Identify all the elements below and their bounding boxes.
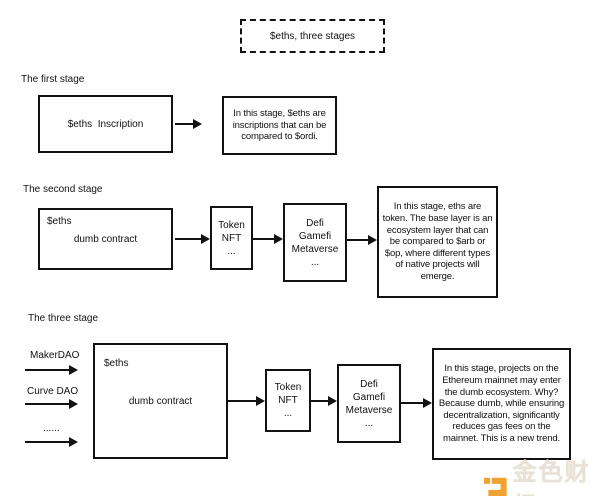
stage3-defi-box: Defi Gamefi Metaverse ... [337, 364, 401, 443]
jinse-finance-logo-icon [484, 477, 507, 496]
stage2-token-nft-box: Token NFT ... [210, 206, 253, 270]
flow-arrow-icon [25, 399, 78, 409]
stage2-contract-box: $eths dumb contract [38, 208, 173, 270]
stage3-input-curvedao: Curve DAO [27, 386, 79, 397]
stage2-defi-text: Defi Gamefi Metaverse ... [291, 217, 339, 268]
flow-arrow-icon [25, 365, 78, 375]
stage3-token-nft-text: Token NFT ... [274, 382, 302, 419]
stage3-description-box: In this stage, projects on the Ethereum … [432, 348, 571, 460]
stage3-input-ellipsis: ...... [43, 423, 60, 434]
stage2-defi-box: Defi Gamefi Metaverse ... [283, 203, 347, 282]
flow-arrow-icon [175, 234, 210, 244]
watermark: 金色财经 [484, 456, 600, 496]
title-box: $eths, three stages [240, 19, 385, 53]
stage1-description-box: In this stage, $eths are inscriptions th… [222, 96, 337, 155]
flow-arrow-icon [253, 234, 283, 244]
stage1-label: The first stage [21, 74, 85, 85]
stage2-description-box: In this stage, eths are token. The base … [377, 186, 498, 298]
flow-arrow-icon [347, 235, 377, 245]
stage2-token-nft-text: Token NFT ... [218, 219, 245, 257]
diagram-title: $eths, three stages [269, 30, 356, 42]
stage3-label: The three stage [28, 313, 99, 324]
stage3-defi-text: Defi Gamefi Metaverse ... [345, 378, 393, 429]
flow-arrow-icon [311, 396, 337, 406]
flow-arrow-icon [175, 119, 202, 129]
stage3-description: In this stage, projects on the Ethereum … [438, 363, 565, 444]
watermark-brand-text: 金色财经 [512, 459, 591, 496]
stage3-eths-tag: $eths [104, 358, 129, 369]
flow-arrow-icon [228, 396, 265, 406]
flow-arrow-icon [401, 398, 432, 408]
stage2-description: In this stage, eths are token. The base … [382, 201, 493, 282]
stage3-contract-text: dumb contract [128, 395, 193, 407]
stage1-inscription-box: $eths Inscription [38, 95, 173, 153]
stage1-description: In this stage, $eths are inscriptions th… [232, 108, 327, 143]
flow-arrow-icon [25, 437, 78, 447]
stage2-contract-text: dumb contract [73, 233, 138, 245]
stage3-input-makerdao: MakerDAO [30, 350, 80, 361]
stage2-label: The second stage [23, 184, 103, 195]
stage1-inscription-text: $eths Inscription [67, 118, 144, 130]
stage3-token-nft-box: Token NFT ... [265, 369, 311, 432]
stage3-contract-box: $eths dumb contract [93, 343, 228, 459]
stage2-eths-tag: $eths [47, 216, 72, 227]
